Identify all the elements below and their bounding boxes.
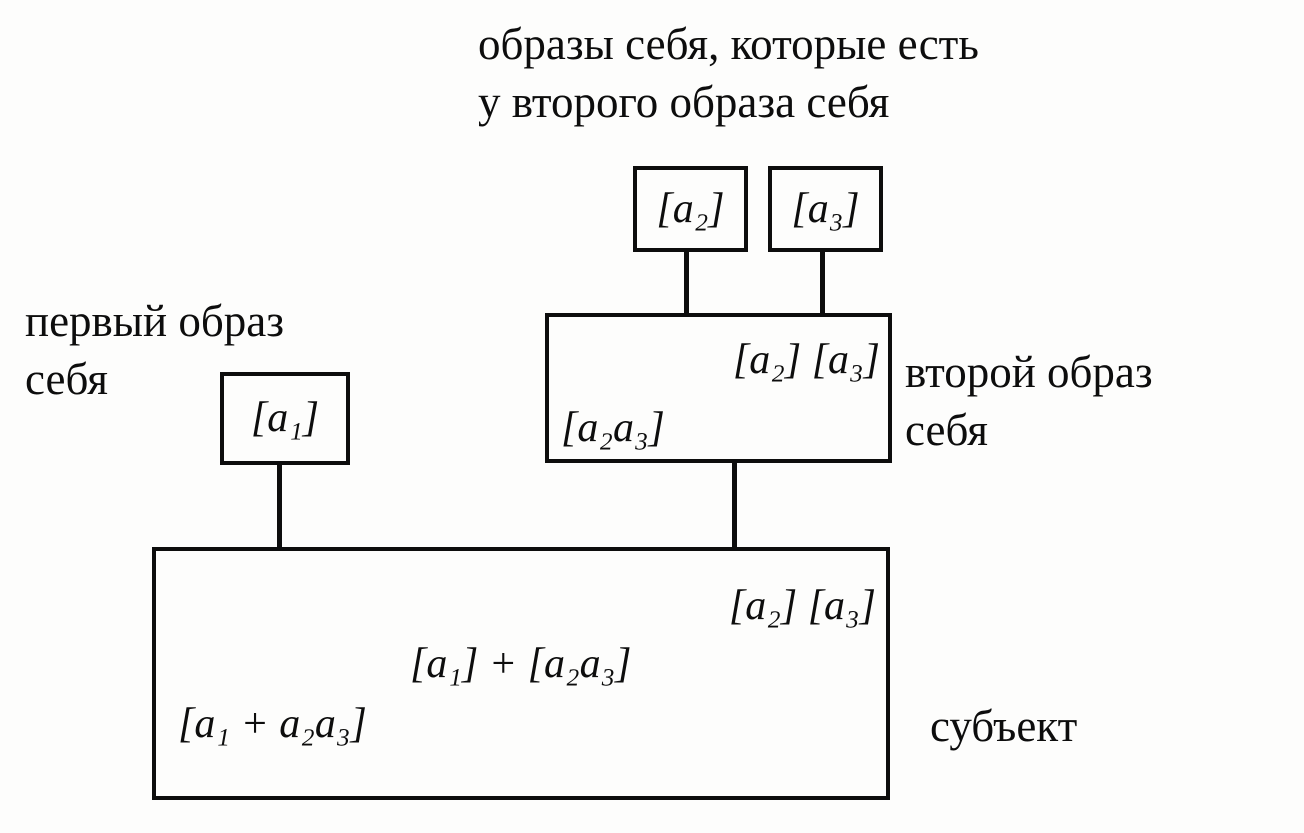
formula-a2: [a₂] (656, 185, 725, 232)
first-image-caption: первый образ себя (25, 293, 284, 408)
connector-a2-to-second (684, 250, 689, 316)
top-caption: образы себя, которые есть у второго обра… (478, 16, 979, 131)
formula-subject-middle: [a₁] + [a₂a₃] (410, 641, 632, 687)
connector-a1-to-subject (277, 463, 282, 549)
subject-caption: субъект (930, 698, 1077, 756)
box-a1: [a₁] (220, 372, 350, 465)
subject-caption-text: субъект (930, 701, 1078, 751)
formula-subject-superscript: [a₂] [a₃] (728, 583, 876, 629)
second-image-caption: второй образ себя (905, 344, 1153, 459)
formula-second-superscript: [a₂] [a₃] (732, 337, 880, 383)
box-subject: [a₂] [a₃] [a₁] + [a₂a₃] [a₁ + a₂a₃] (152, 547, 890, 800)
formula-subject-base: [a₁ + a₂a₃] (178, 701, 367, 747)
box-second-image: [a₂] [a₃] [a₂a₃] (545, 313, 892, 463)
second-image-caption-line1: второй образ (905, 347, 1153, 397)
first-image-caption-line2: себя (25, 353, 108, 404)
box-a3: [a₃] (768, 166, 883, 252)
second-image-caption-line2: себя (905, 404, 988, 455)
first-image-caption-line1: первый образ (25, 296, 285, 346)
formula-second-base: [a₂a₃] (561, 404, 665, 451)
formula-a3: [a₃] (791, 185, 860, 232)
box-a2: [a₂] (633, 166, 748, 252)
top-caption-line2: у второго образа себя (478, 76, 890, 127)
formula-a1: [a₁] (250, 395, 320, 442)
connector-second-to-subject (732, 461, 737, 549)
top-caption-line1: образы себя, которые есть (478, 19, 979, 69)
connector-a3-to-second (820, 250, 825, 316)
